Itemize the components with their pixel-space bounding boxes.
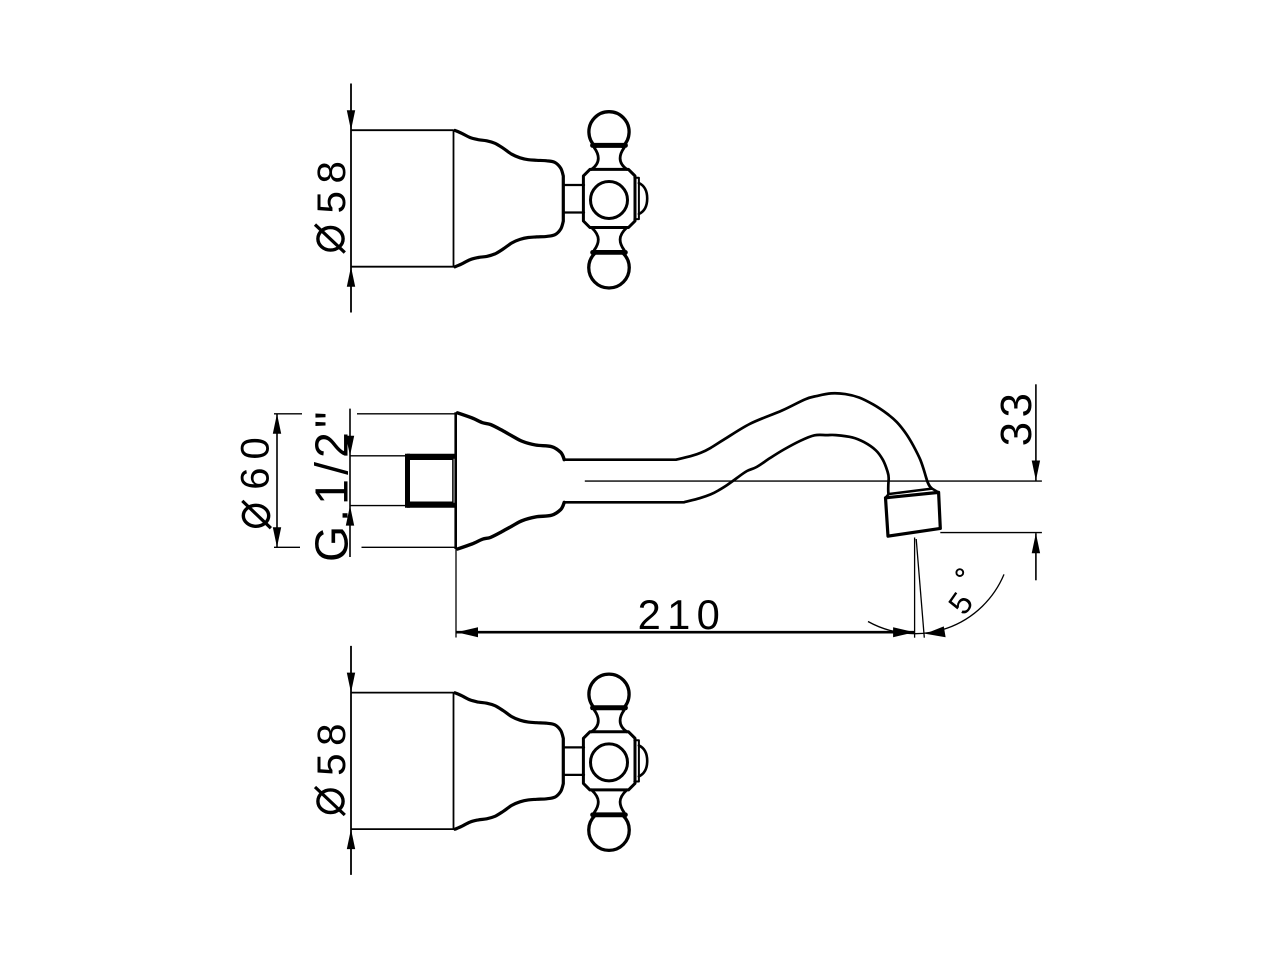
svg-text:33: 33 (992, 388, 1041, 446)
svg-text:210: 210 (638, 591, 726, 638)
svg-text:60: 60 (234, 429, 278, 490)
svg-text:G.1/2": G.1/2" (305, 407, 357, 562)
